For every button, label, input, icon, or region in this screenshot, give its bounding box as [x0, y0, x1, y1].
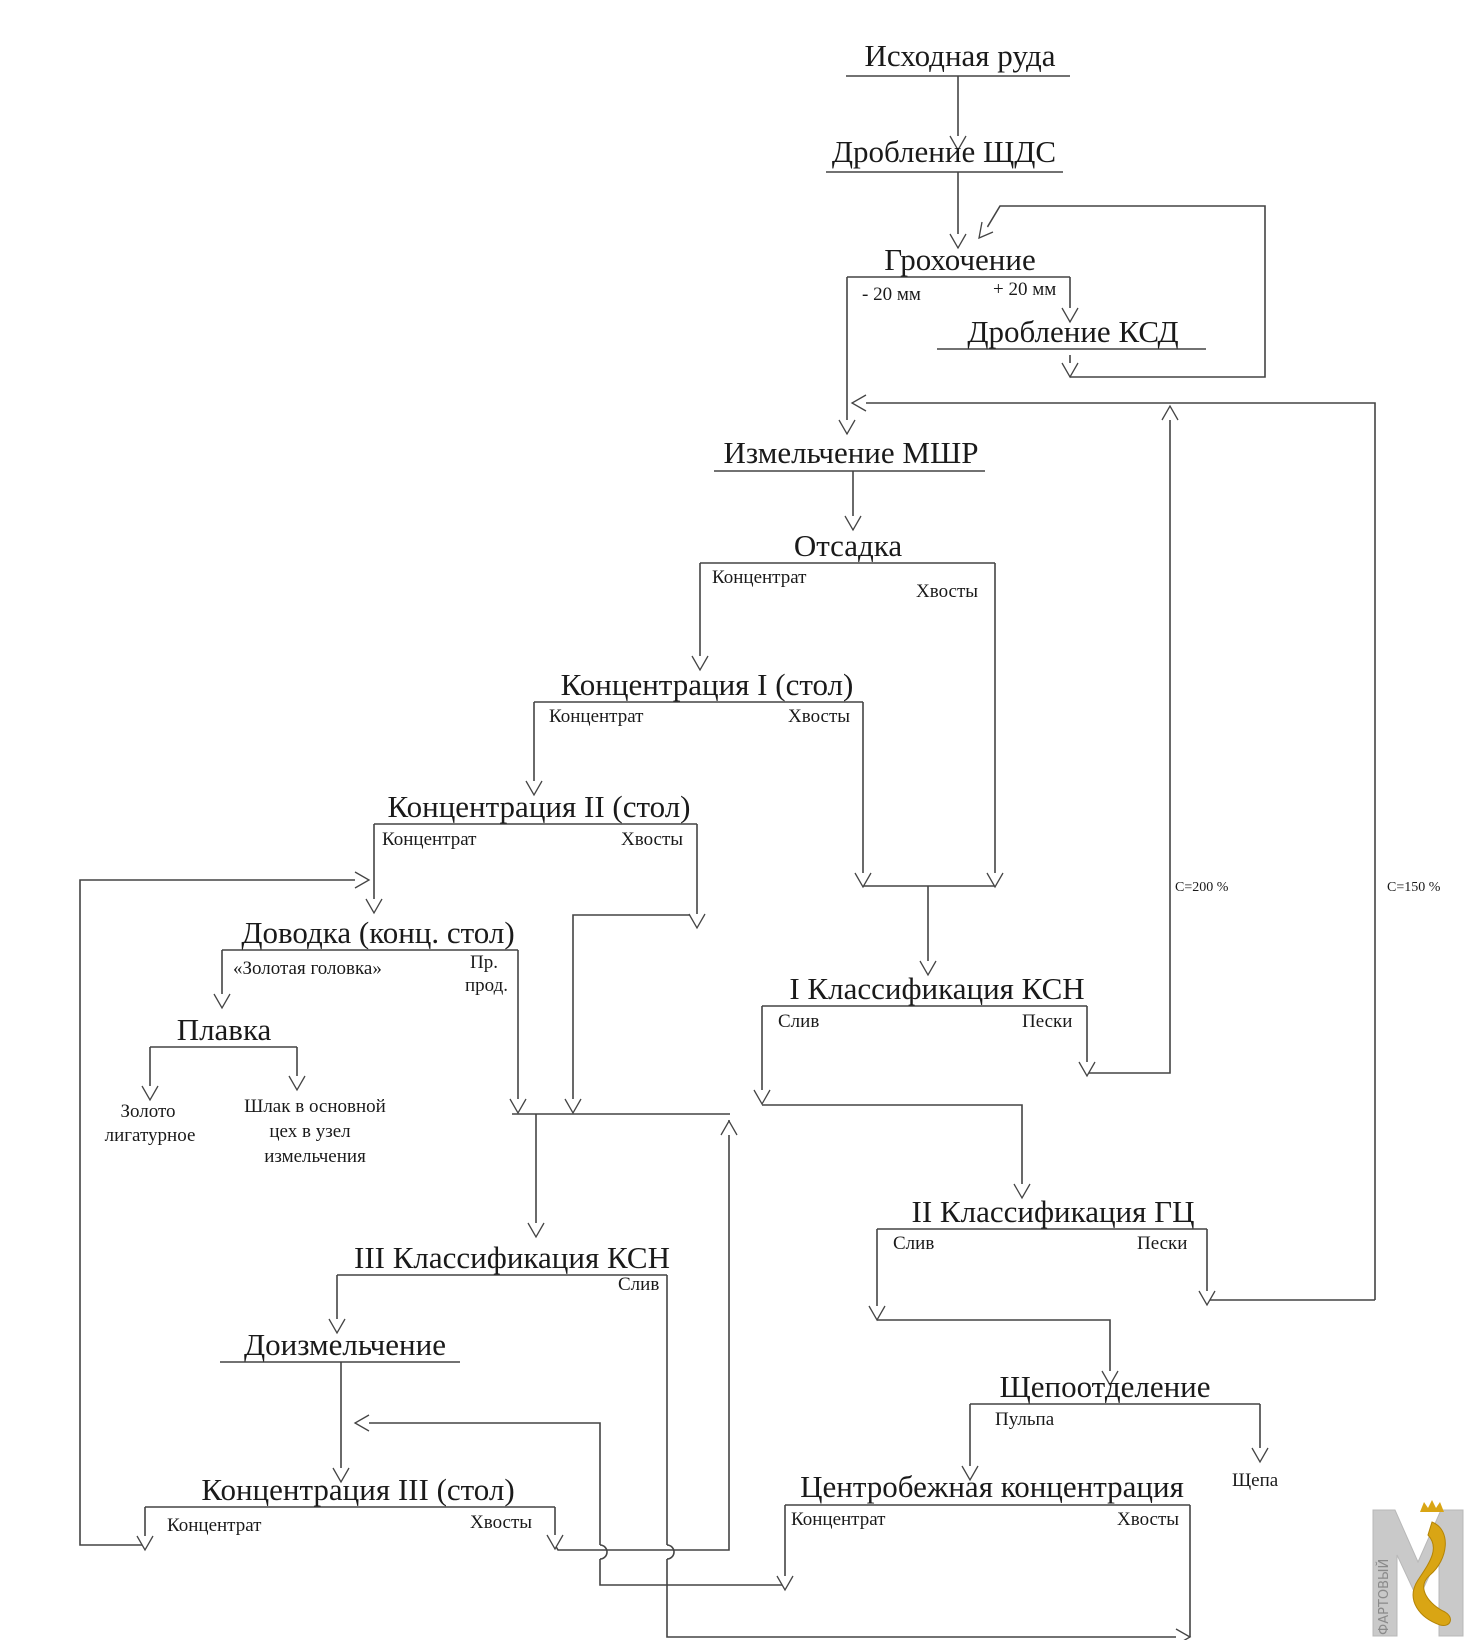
label-zoloto-2: лигатурное — [105, 1125, 196, 1146]
label-k2-konc: Концентрат — [382, 829, 477, 850]
label-kl2-peski: Пески — [1137, 1233, 1187, 1254]
node-klassifikaciya-3: III Классификация КСН — [354, 1240, 670, 1275]
node-iskhodnaya-ruda: Исходная руда — [865, 38, 1056, 73]
label-otsadka-konc: Концентрат — [712, 567, 807, 588]
node-koncentraciya-1: Концентрация I (стол) — [561, 667, 854, 702]
label-minus-20: - 20 мм — [862, 284, 921, 305]
label-kl2-sliv: Слив — [893, 1233, 934, 1254]
fartovyi-logo: ФАРТОВЫЙ — [1372, 1500, 1464, 1637]
label-k2-khv: Хвосты — [621, 829, 683, 850]
node-droblenie-shds: Дробление ЩДС — [832, 134, 1056, 169]
node-izmelchenie-mshr: Измельчение МШР — [724, 435, 979, 470]
label-k3-konc: Концентрат — [167, 1515, 262, 1536]
header-underlines — [220, 75, 1206, 1363]
label-c150: С=150 % — [1387, 880, 1441, 895]
label-k1-konc: Концентрат — [549, 706, 644, 727]
label-kl3-sliv: Слив — [618, 1274, 659, 1295]
node-klassifikaciya-1: I Классификация КСН — [789, 971, 1084, 1006]
label-pr: Пр. — [470, 952, 498, 973]
label-pulpa: Пульпа — [995, 1409, 1055, 1430]
node-dovodka: Доводка (конц. стол) — [241, 915, 514, 950]
flow-lines — [79, 76, 1376, 1638]
node-koncentraciya-2: Концентрация II (стол) — [387, 789, 690, 824]
node-koncentraciya-3: Концентрация III (стол) — [201, 1472, 514, 1507]
label-kl1-sliv: Слив — [778, 1011, 819, 1032]
label-zoloto-1: Золото — [120, 1101, 175, 1122]
label-kl1-peski: Пески — [1022, 1011, 1072, 1032]
label-shlak-1: Шлак в основной — [244, 1096, 386, 1117]
node-doizmelchenie: Доизмельчение — [244, 1327, 446, 1362]
label-cb-khv: Хвосты — [1117, 1509, 1179, 1530]
label-shchepa: Щепа — [1232, 1470, 1279, 1491]
label-c200: С=200 % — [1175, 880, 1229, 895]
node-centrobezhnaya: Центробежная концентрация — [800, 1469, 1184, 1504]
label-plus-20: + 20 мм — [993, 279, 1056, 300]
logo-text: ФАРТОВЫЙ — [1376, 1559, 1392, 1635]
label-otsadka-khv: Хвосты — [916, 581, 978, 602]
label-shlak-3: измельчения — [264, 1146, 366, 1167]
label-k1-khv: Хвосты — [788, 706, 850, 727]
node-plavka: Плавка — [177, 1012, 272, 1047]
arrowheads — [136, 135, 1269, 1640]
label-cb-konc: Концентрат — [791, 1509, 886, 1530]
node-klassifikaciya-2: II Классификация ГЦ — [912, 1194, 1195, 1229]
node-grokhochenie: Грохочение — [884, 242, 1036, 277]
stream-labels: - 20 мм + 20 мм Концентрат Хвосты Концен… — [105, 279, 1441, 1536]
crown-icon — [1420, 1500, 1444, 1512]
node-otsadka: Отсадка — [794, 528, 903, 563]
node-droblenie-ksd: Дробление КСД — [967, 314, 1178, 349]
label-k3-khv: Хвосты — [470, 1512, 532, 1533]
operation-nodes: Исходная руда Дробление ЩДС Грохочение Д… — [177, 38, 1211, 1507]
label-shlak-2: цех в узел — [269, 1121, 351, 1142]
lizard-icon — [1412, 1521, 1451, 1627]
node-shchepootdelenie: Щепоотделение — [999, 1369, 1210, 1404]
label-zolotaya-golovka: «Золотая головка» — [233, 958, 382, 979]
label-prod: прод. — [465, 975, 508, 996]
